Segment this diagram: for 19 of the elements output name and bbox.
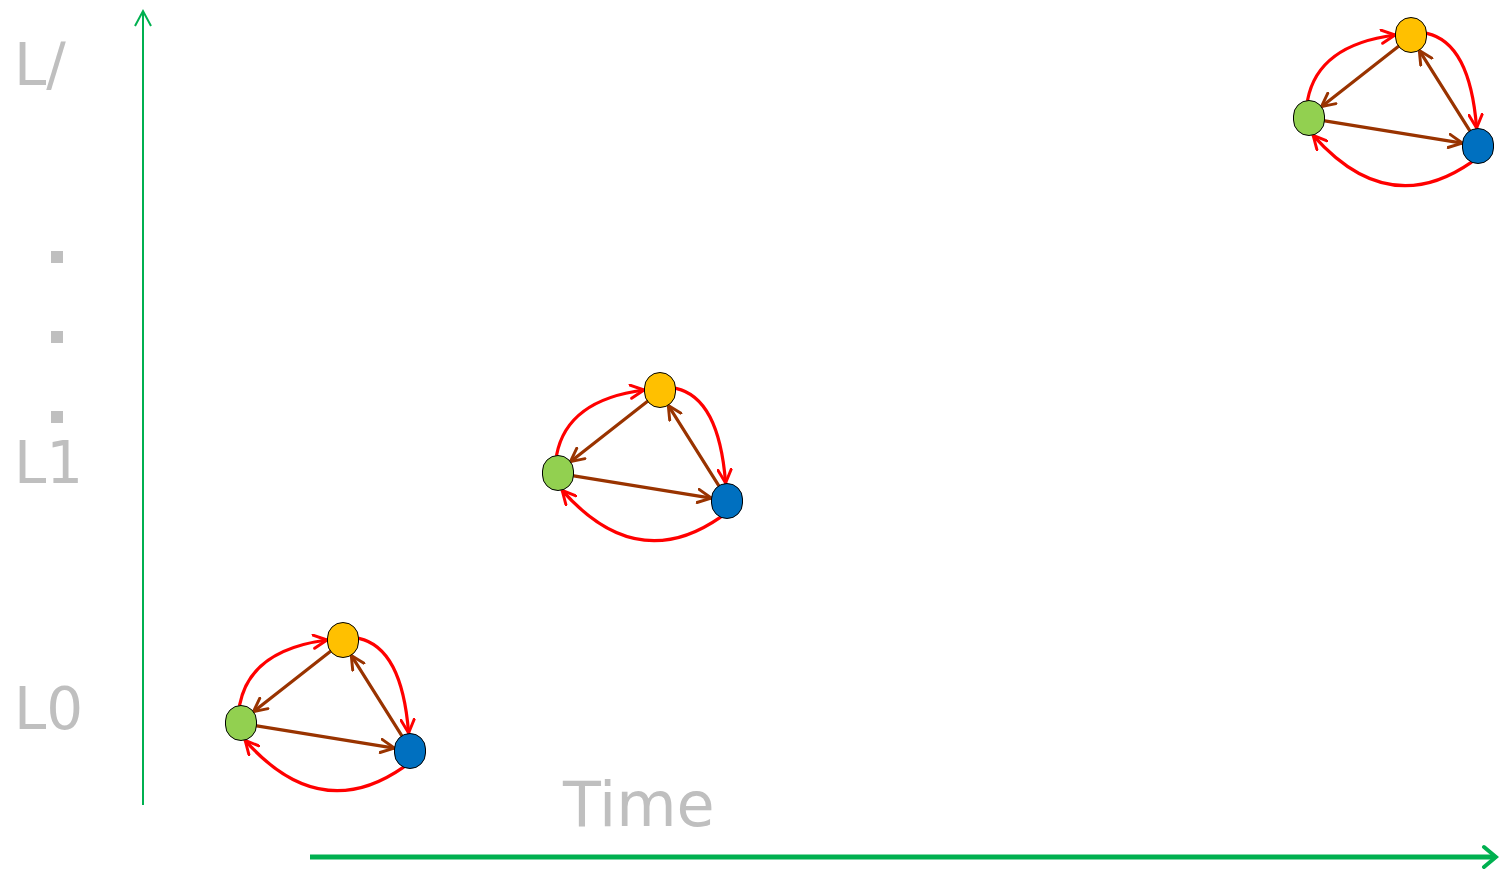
level-label: L1 <box>14 434 84 492</box>
arrow <box>255 724 396 754</box>
arrow <box>349 653 404 738</box>
curved-arrow <box>555 384 646 457</box>
arrow <box>1417 48 1472 133</box>
arrow <box>1319 44 1401 109</box>
arrow <box>251 649 333 714</box>
axis-label: Time <box>563 774 715 836</box>
level-label: L0 <box>14 680 84 738</box>
arrow <box>572 474 713 504</box>
arrow <box>568 399 650 464</box>
arrow <box>666 403 721 488</box>
curved-arrow <box>1425 31 1484 130</box>
curved-arrow <box>1306 29 1397 102</box>
curved-arrow <box>357 636 416 735</box>
arrow <box>1323 119 1464 149</box>
curved-arrow <box>238 634 329 707</box>
curved-arrow <box>674 386 733 485</box>
level-label: L/ <box>14 36 66 94</box>
